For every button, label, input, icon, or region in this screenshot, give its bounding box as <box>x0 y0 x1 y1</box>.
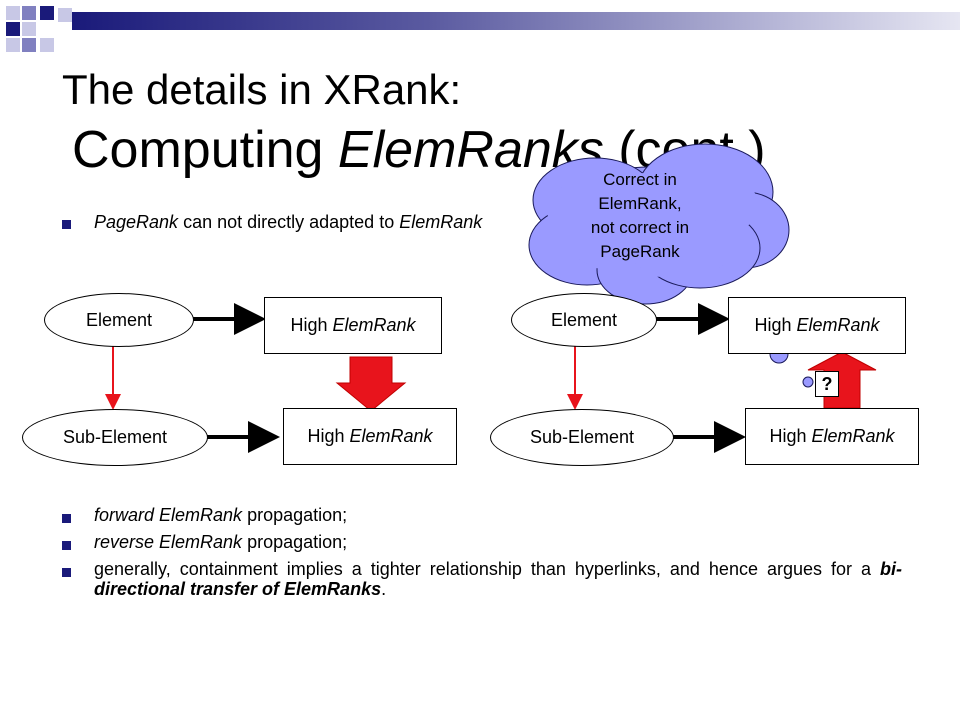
bullet-marker <box>62 541 71 550</box>
cloud-line-1: Correct in <box>603 170 677 189</box>
left-high-elemrank-bottom: High ElemRank <box>283 408 457 465</box>
bullet-marker <box>62 514 71 523</box>
bullet-reverse: reverse ElemRank propagation; <box>94 532 348 552</box>
bullet-generally: generally, containment implies a tighter… <box>94 559 902 599</box>
cloud-line-4: PageRank <box>600 242 680 261</box>
bullet-marker <box>62 568 71 577</box>
top-bullet-text: PageRank can not directly adapted to Ele… <box>94 212 483 232</box>
cloud-line-3: not correct in <box>590 218 690 237</box>
question-mark-label: ? <box>815 371 839 397</box>
right-high-elemrank-bottom: High ElemRank <box>745 408 919 465</box>
left-element-node: Element <box>44 293 194 347</box>
bullet-marker <box>62 220 71 229</box>
left-sub-element-node: Sub-Element <box>22 409 208 466</box>
header-gradient-bar <box>72 12 960 30</box>
left-down-block-arrow <box>335 356 407 412</box>
cloud-text: Correct in ElemRank, not correct in Page… <box>555 168 725 264</box>
left-high-elemrank-top: High ElemRank <box>264 297 442 354</box>
right-element-node: Element <box>511 293 657 347</box>
bullet-forward: forward ElemRank propagation; <box>94 505 348 525</box>
right-sub-element-node: Sub-Element <box>490 409 674 466</box>
cloud-callout <box>528 143 790 305</box>
right-high-elemrank-top: High ElemRank <box>728 297 906 354</box>
page-title-line2: Computing ElemRanks (cont.) <box>72 121 766 179</box>
thought-bubble-small <box>802 376 814 388</box>
page-title-line1: The details in XRank: <box>62 66 462 113</box>
cloud-line-2: ElemRank, <box>598 194 682 213</box>
